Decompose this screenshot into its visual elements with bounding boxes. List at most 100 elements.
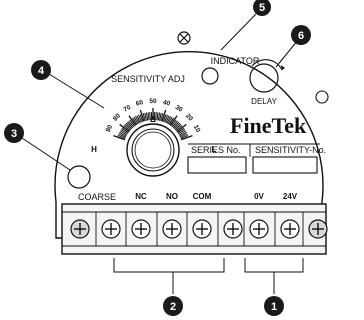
- dial-tick: [178, 130, 187, 136]
- dial-scale-number: 40: [162, 99, 171, 108]
- dial-tick: [155, 112, 157, 121]
- indicator-label: INDICATOR: [211, 56, 260, 66]
- brand-logo-text: FineTek: [230, 113, 307, 138]
- dial-scale-number: 20: [184, 113, 194, 123]
- dial-tick: [161, 109, 167, 122]
- dial-tick: [159, 112, 162, 121]
- dial-scale-number: 50: [149, 98, 157, 105]
- board-outline: [54, 50, 324, 239]
- dial-tick: [179, 132, 187, 137]
- dial-tick: [173, 122, 181, 130]
- dial-pointer-triangle: Δ: [150, 115, 156, 124]
- dial-tick: [133, 116, 139, 125]
- svg-text:2: 2: [170, 301, 176, 313]
- dial-tick: [165, 115, 170, 124]
- dial-tick: [139, 114, 144, 122]
- callout-badge-3: 3: [4, 123, 24, 143]
- terminal-label-24v: 24V: [283, 192, 298, 201]
- dial-scale-number: 80: [112, 112, 122, 122]
- callout-3-leader: [21, 137, 71, 171]
- dial-tick: [175, 125, 183, 132]
- dial-tick: [123, 125, 131, 132]
- terminal-label-nc: NC: [135, 192, 147, 201]
- status-led: [315, 90, 329, 104]
- callout-badge-1: 1: [264, 296, 284, 316]
- delay-label: DELAY: [251, 97, 277, 106]
- dial-scale-number: 30: [174, 104, 184, 114]
- dial-tick: [126, 121, 134, 129]
- dial-tick: [117, 134, 126, 139]
- terminal-label-0v: 0V: [254, 192, 264, 201]
- dial-tick: [180, 135, 193, 141]
- sensitivity-adj-label: SENSITIVITY ADJ: [111, 74, 185, 84]
- svg-text:5: 5: [259, 2, 265, 14]
- dial-tick: [139, 109, 145, 122]
- dial-scale-number: 70: [122, 104, 132, 114]
- callout-badge-4: 4: [31, 60, 51, 80]
- dial-tick: [128, 115, 137, 126]
- dial-tick: [119, 123, 130, 133]
- dial-tick: [135, 116, 140, 124]
- callout-6-leader: [275, 39, 299, 68]
- terminal-block: [61, 203, 328, 255]
- svg-text:4: 4: [38, 65, 45, 77]
- dial-label-h: H: [91, 145, 97, 154]
- dial-tick: [113, 135, 126, 141]
- dial-tick: [129, 119, 136, 127]
- series-no-label: SERIES No.: [191, 145, 241, 155]
- dial-tick: [177, 127, 185, 134]
- dial-tick: [172, 121, 180, 129]
- dial-tick: [142, 113, 146, 122]
- svg-text:1: 1: [271, 301, 277, 313]
- dial-tick: [132, 117, 138, 125]
- svg-text:6: 6: [298, 30, 304, 42]
- dial-tick: [167, 116, 173, 125]
- dial-tick: [179, 133, 188, 138]
- dial-tick: [145, 112, 149, 121]
- coarse-switch: [67, 165, 91, 189]
- dial-tick: [170, 119, 177, 127]
- callout-badge-2: 2: [163, 296, 183, 316]
- callout-badge-6: 6: [291, 25, 311, 45]
- dial-scale-number: 90: [105, 124, 115, 134]
- dial-tick: [124, 123, 132, 131]
- delay-knob: [249, 59, 285, 93]
- dial-scale-number: 60: [135, 99, 144, 108]
- coarse-label: COARSE: [78, 192, 116, 202]
- sensitivity-no-box: SENSITIVITY-No.: [188, 143, 326, 174]
- dial-tick: [174, 123, 182, 131]
- dial-label-l: L: [212, 145, 217, 154]
- dial-tick: [121, 127, 129, 134]
- dial-tick: [149, 112, 151, 121]
- svg-text:3: 3: [11, 128, 17, 140]
- dial-tick: [144, 112, 147, 121]
- dial-tick: [166, 116, 171, 124]
- callout-4-leader: [48, 73, 105, 109]
- mounting-screw-icon: [177, 31, 191, 45]
- dial-tick: [178, 129, 186, 135]
- dial-tick: [137, 114, 142, 123]
- dial-tick: [180, 134, 189, 139]
- callout-badge-5: 5: [253, 0, 271, 16]
- dial-tick: [118, 133, 127, 138]
- dial-tick: [162, 114, 167, 122]
- dial-tick: [136, 115, 141, 124]
- dial-tick: [169, 115, 178, 126]
- series-no-box: SERIES No.: [187, 145, 247, 174]
- dial-tick: [176, 123, 187, 133]
- dial-tick: [171, 120, 178, 128]
- dial-tick-ring: [113, 108, 193, 141]
- sensitivity-no-label: SENSITIVITY-No.: [255, 145, 326, 155]
- terminal-label-com: COM: [193, 192, 212, 201]
- dial-tick: [125, 122, 133, 130]
- indicator-led: [201, 67, 219, 85]
- dial-tick: [119, 130, 128, 136]
- dial-tick: [168, 117, 174, 125]
- terminal-label-no: NO: [166, 192, 178, 201]
- relay-terminals-bracket: [113, 258, 225, 294]
- dial-tick: [157, 112, 161, 121]
